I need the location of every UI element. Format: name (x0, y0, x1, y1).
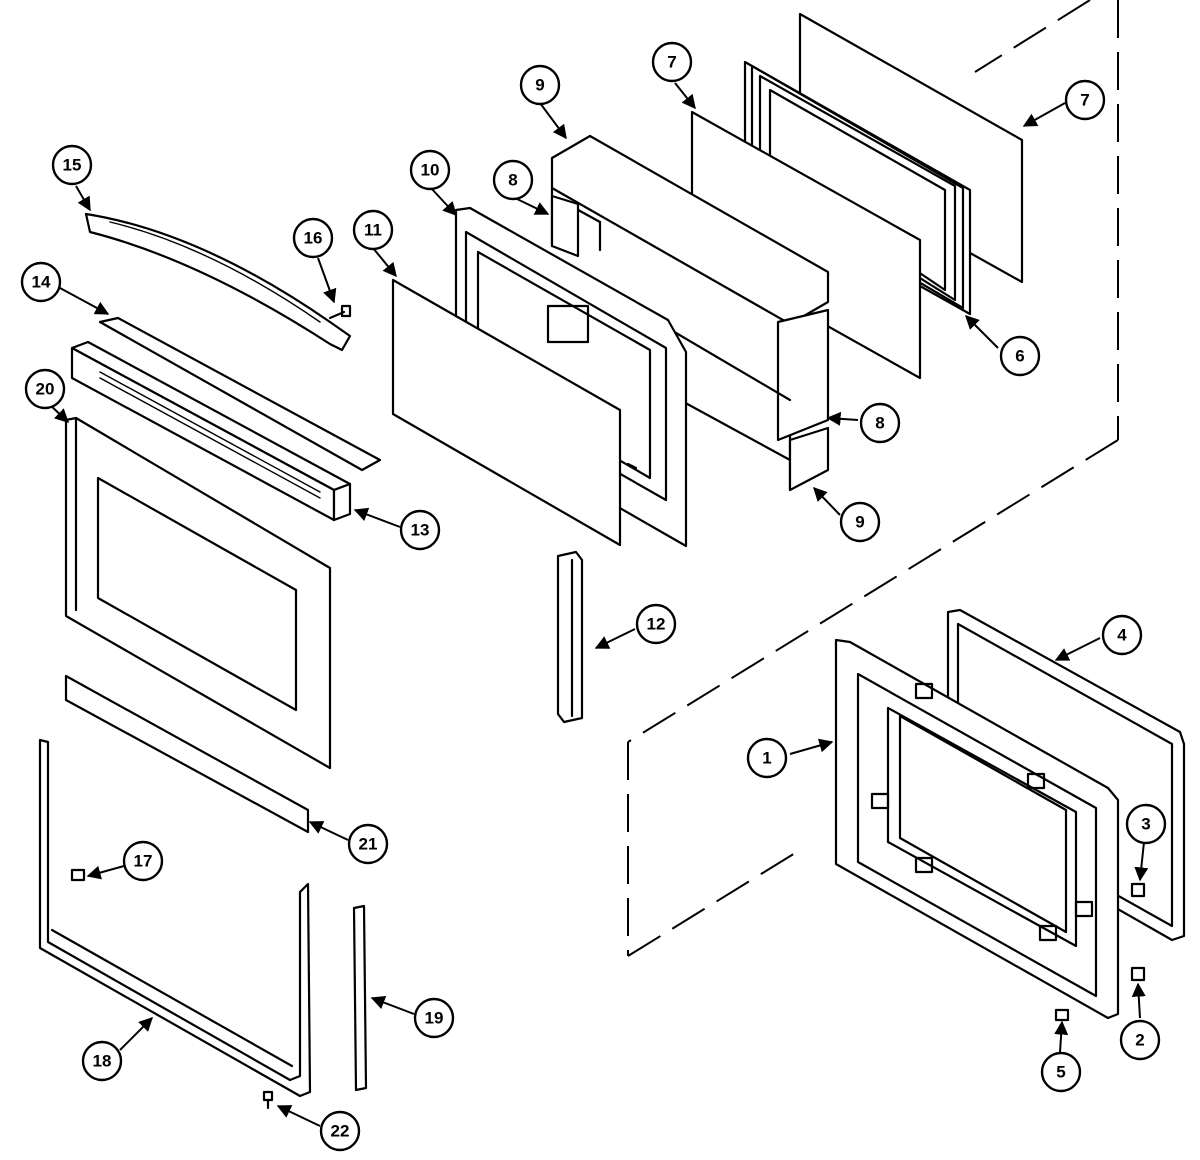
callout-8-upper: 8 (492, 159, 534, 201)
svg-text:4: 4 (1117, 626, 1127, 645)
callout-8-lower: 8 (859, 402, 901, 444)
svg-text:15: 15 (63, 156, 82, 175)
callout-19: 19 (413, 997, 455, 1039)
svg-text:21: 21 (359, 835, 378, 854)
callout-16: 16 (292, 217, 334, 259)
svg-text:16: 16 (304, 229, 323, 248)
callout-11: 11 (352, 209, 394, 251)
svg-text:8: 8 (508, 171, 517, 190)
callout-20: 20 (24, 368, 66, 410)
part-5-clip (1054, 1008, 1070, 1022)
svg-text:17: 17 (134, 852, 153, 871)
callout-7-inner-glass: 7 (651, 41, 693, 83)
svg-text:3: 3 (1141, 815, 1150, 834)
svg-text:14: 14 (32, 273, 51, 292)
callout-4: 4 (1101, 614, 1143, 656)
part-14-trim (98, 316, 382, 472)
callout-1: 1 (746, 737, 788, 779)
part-21-strip (64, 674, 310, 834)
part-20-outer-door (64, 416, 332, 770)
callout-17: 17 (122, 840, 164, 882)
part-17-clip (70, 868, 86, 882)
svg-text:9: 9 (855, 513, 864, 532)
svg-text:7: 7 (1080, 91, 1089, 110)
svg-text:5: 5 (1056, 1063, 1065, 1082)
svg-text:18: 18 (93, 1052, 112, 1071)
callout-6: 6 (999, 335, 1041, 377)
part-11-glass (391, 278, 622, 547)
part-16-screw (328, 304, 352, 320)
svg-text:2: 2 (1135, 1031, 1144, 1050)
svg-text:19: 19 (425, 1009, 444, 1028)
callout-5: 5 (1040, 1051, 1082, 1093)
part-19-side-strip (352, 904, 368, 1092)
callout-13: 13 (399, 509, 441, 551)
part-1-inner-door (834, 638, 1120, 1020)
callout-9-lower: 9 (839, 501, 881, 543)
part-2-nut (1130, 966, 1146, 982)
callout-22: 22 (319, 1110, 361, 1152)
svg-text:20: 20 (36, 380, 55, 399)
callout-14: 14 (20, 261, 62, 303)
callout-12: 12 (635, 603, 677, 645)
svg-text:7: 7 (667, 53, 676, 72)
callout-15: 15 (51, 144, 93, 186)
part-9-insulation (550, 134, 830, 492)
svg-text:12: 12 (647, 615, 666, 634)
part-15-handle (84, 212, 352, 352)
part-22-screw (262, 1090, 274, 1110)
part-12-hinge-channel (556, 550, 584, 724)
part-3-nut (1130, 882, 1146, 898)
svg-text:22: 22 (331, 1122, 350, 1141)
assembly-boundary (627, 0, 1119, 957)
leader-lines (47, 82, 1149, 1127)
callout-3: 3 (1125, 803, 1167, 845)
svg-text:8: 8 (875, 414, 884, 433)
svg-text:6: 6 (1015, 347, 1024, 366)
callout-7-outer-glass: 7 (1064, 79, 1106, 121)
callout-10: 10 (409, 149, 451, 191)
svg-text:13: 13 (411, 521, 430, 540)
callout-9-upper: 9 (519, 64, 561, 106)
part-13-vent-trim (70, 340, 352, 522)
callout-21: 21 (347, 823, 389, 865)
svg-text:11: 11 (364, 221, 382, 240)
callout-18: 18 (81, 1040, 123, 1082)
part-18-door-frame (38, 738, 312, 1098)
svg-text:10: 10 (421, 161, 440, 180)
svg-text:1: 1 (762, 749, 771, 768)
svg-text:9: 9 (535, 76, 544, 95)
callout-2: 2 (1119, 1019, 1161, 1061)
